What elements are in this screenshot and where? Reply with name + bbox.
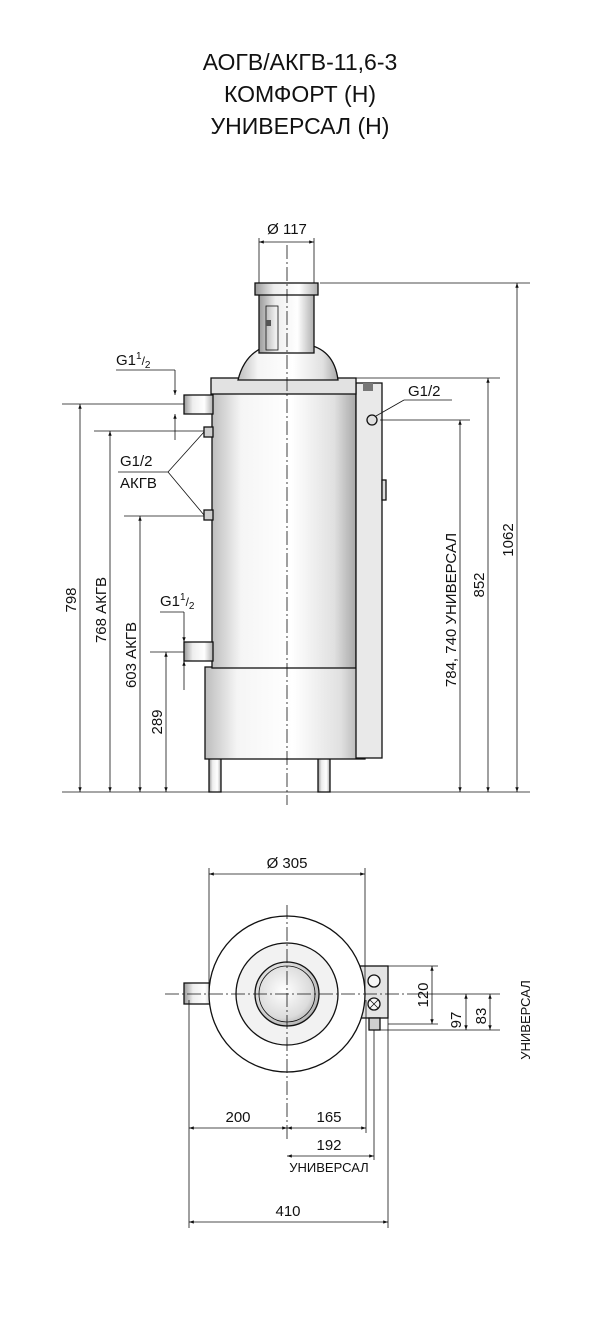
top-view-right-dimensions: 120 97 83 УНИВЕРСАЛ — [380, 965, 533, 1060]
left-leg — [208, 756, 222, 793]
dim-97: 97 — [448, 1012, 465, 1029]
side-connection-label: G1/2 — [120, 453, 153, 470]
dim-852: 852 — [471, 572, 488, 597]
boiler-tank — [211, 392, 357, 669]
right-dimensions: 784, 740 УНИВЕРСАЛ 852 1062 — [443, 283, 519, 792]
dim-768-akgv: 768 АКГВ — [93, 577, 110, 643]
gas-connection — [366, 414, 378, 426]
dim-1062: 1062 — [500, 523, 517, 556]
dim-83: 83 — [473, 1008, 490, 1025]
title-line-2: КОМФОРТ (Н) — [224, 81, 376, 107]
title-line-3: УНИВЕРСАЛ (Н) — [210, 113, 390, 139]
dim-200: 200 — [225, 1109, 250, 1126]
dim-410: 410 — [275, 1203, 300, 1220]
flue-diameter-dimension: Ø 117 — [258, 221, 315, 283]
right-leg — [317, 756, 331, 793]
lower-inlet-pipe — [183, 641, 214, 662]
side-fitting-upper — [203, 426, 214, 438]
side-connection-callout: G1/2 АКГВ — [118, 431, 205, 516]
flue-collar — [254, 282, 319, 296]
top-view — [165, 905, 410, 1140]
bottom-left-connection-callout: G11/2 — [160, 592, 195, 690]
side-connection-akgv: АКГВ — [120, 475, 157, 492]
boiler-base — [204, 666, 366, 760]
top-diameter-dimension: Ø 305 — [208, 855, 366, 990]
bottom-left-connection-label: G1 — [160, 593, 180, 610]
dim-784-740-universal: 784, 740 УНИВЕРСАЛ — [443, 533, 460, 687]
gas-valve-cap — [363, 383, 373, 391]
top-diameter-label: Ø 305 — [267, 855, 308, 872]
bracket-upper-port — [367, 974, 381, 988]
dim-798: 798 — [63, 587, 80, 612]
side-panel-latch — [381, 479, 387, 501]
svg-text:G11/2: G11/2 — [160, 592, 195, 612]
flue-damper — [265, 305, 279, 351]
flue-diameter-label: Ø 117 — [267, 221, 307, 238]
upper-outlet-pipe — [183, 394, 214, 415]
dim-603-akgv: 603 АКГВ — [123, 622, 140, 688]
universal-bottom-label: УНИВЕРСАЛ — [289, 1160, 368, 1175]
dim-120: 120 — [415, 982, 432, 1007]
right-connection-callout: G1/2 — [375, 383, 452, 417]
title-line-1: АОГВ/АКГВ-11,6-3 — [202, 49, 398, 75]
top-view-bottom-dimensions: 200 165 192 УНИВЕРСАЛ 410 — [188, 1000, 389, 1228]
front-view — [183, 245, 387, 805]
flue-damper-pin — [266, 320, 271, 326]
dim-289: 289 — [149, 709, 166, 734]
universal-side-label: УНИВЕРСАЛ — [518, 980, 533, 1059]
side-panel — [355, 382, 383, 759]
top-left-connection-callout: G11/2 — [116, 351, 177, 440]
right-connection-label: G1/2 — [408, 383, 441, 400]
dim-192: 192 — [316, 1137, 341, 1154]
gas-inlet-stub — [368, 1017, 381, 1031]
svg-text:G11/2: G11/2 — [116, 351, 151, 371]
dim-165: 165 — [316, 1109, 341, 1126]
side-fitting-lower — [203, 509, 214, 521]
top-left-connection-label: G1 — [116, 352, 136, 369]
left-dimensions: 798 768 АКГВ 603 АКГВ 289 — [63, 404, 168, 792]
